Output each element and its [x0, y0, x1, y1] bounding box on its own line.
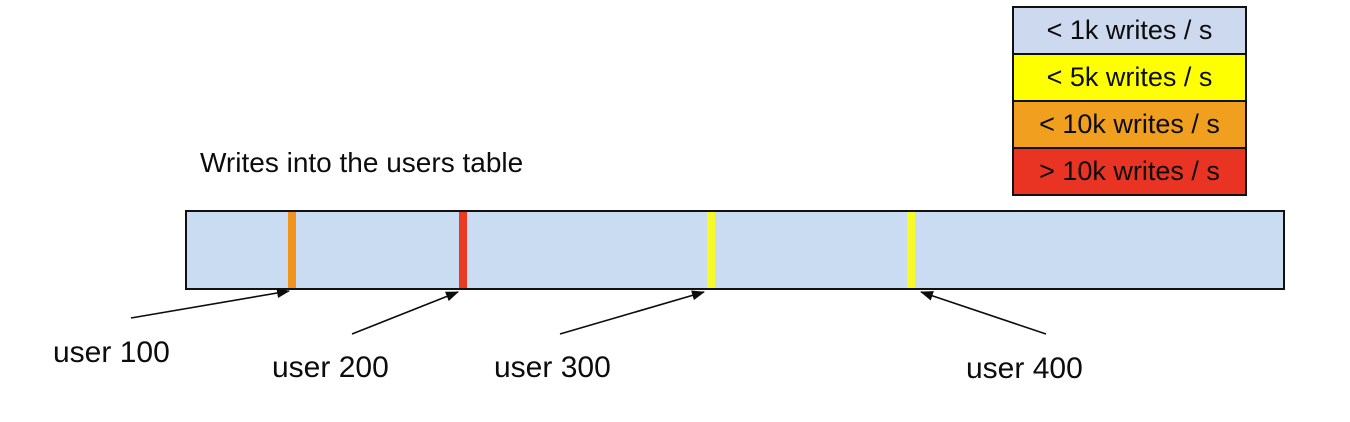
diagram-title: Writes into the users table	[200, 147, 524, 178]
users-table-bar	[185, 210, 1285, 290]
arrow-user-200	[351, 291, 459, 335]
legend-row-lt-10k: < 10k writes / s	[1014, 100, 1245, 147]
legend-row-gt-10k: > 10k writes / s	[1014, 147, 1245, 194]
label-user-100: user 100	[53, 336, 170, 369]
hotspot-marker-user-200	[458, 212, 467, 288]
arrow-user-100	[130, 288, 290, 319]
label-user-400: user 400	[966, 352, 1083, 385]
label-user-300: user 300	[494, 351, 611, 384]
write-rate-legend: < 1k writes / s < 5k writes / s < 10k wr…	[1012, 6, 1247, 196]
arrow-user-300	[559, 290, 705, 335]
hotspot-marker-user-300	[706, 212, 715, 288]
label-user-200: user 200	[272, 351, 389, 384]
hotspot-marker-user-400	[907, 212, 916, 288]
legend-row-lt-1k: < 1k writes / s	[1014, 8, 1245, 53]
legend-row-lt-5k: < 5k writes / s	[1014, 53, 1245, 100]
arrow-user-400	[920, 291, 1047, 335]
hotspot-marker-user-100	[287, 212, 296, 288]
